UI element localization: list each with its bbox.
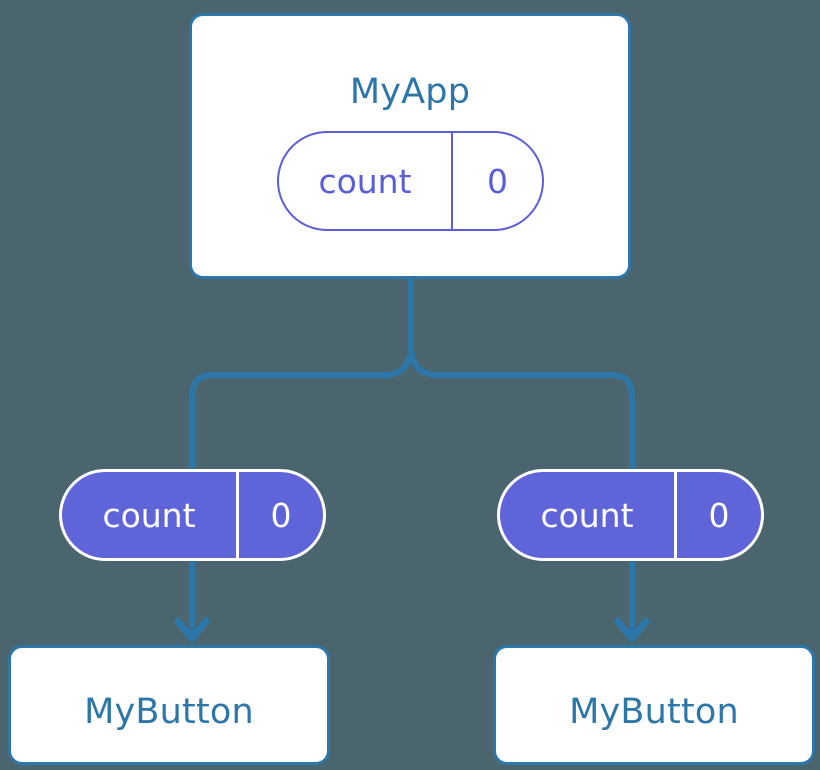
prop-value-label-right: 0 bbox=[674, 472, 761, 558]
state-capsule-count[interactable]: count 0 bbox=[277, 131, 544, 231]
state-key-label: count bbox=[318, 161, 412, 201]
prop-value-label-left: 0 bbox=[236, 472, 323, 558]
branch-line-left bbox=[189, 344, 414, 478]
prop-capsule-count-left[interactable]: count 0 bbox=[59, 469, 326, 561]
branch-line-right bbox=[408, 344, 635, 478]
component-box-mybutton-right[interactable]: MyButton bbox=[493, 645, 815, 765]
prop-key-label-right: count bbox=[540, 495, 634, 535]
component-title-mybutton-right: MyButton bbox=[569, 692, 739, 732]
prop-key-label-left: count bbox=[102, 495, 196, 535]
component-title-myapp: MyApp bbox=[349, 72, 471, 112]
prop-capsule-count-right[interactable]: count 0 bbox=[497, 469, 764, 561]
component-box-mybutton-left[interactable]: MyButton bbox=[8, 645, 330, 765]
state-value-label: 0 bbox=[451, 133, 542, 229]
component-title-mybutton-left: MyButton bbox=[84, 692, 254, 732]
arrow-head-left bbox=[174, 617, 210, 643]
arrow-head-right bbox=[614, 617, 650, 643]
